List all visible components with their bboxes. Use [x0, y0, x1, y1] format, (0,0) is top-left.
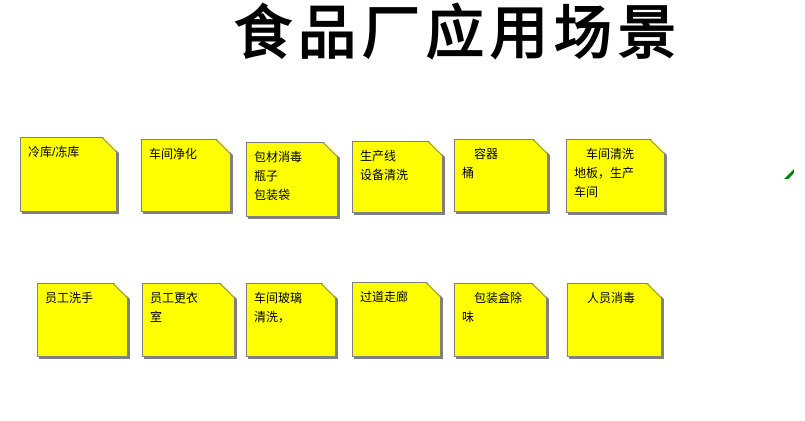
note-workshop-floor-cleaning-label: 车间清洗 地板，生产 车间 — [574, 147, 635, 199]
note-changing-room: 员工更衣 室 — [142, 283, 235, 357]
note-personnel-disinfection-label: 人员消毒 — [575, 291, 636, 305]
note-production-line-cleaning: 生产线 设备清洗 — [352, 141, 443, 213]
note-cold-storage: 冷库/冻库 — [20, 137, 117, 212]
note-changing-room-label: 员工更衣 室 — [150, 291, 199, 324]
note-packaging-disinfection-label: 包材消毒 瓶子 包装袋 — [254, 150, 303, 202]
note-personnel-disinfection: 人员消毒 — [567, 283, 662, 357]
note-containers: 容器 桶 — [454, 139, 548, 212]
note-workshop-floor-cleaning: 车间清洗 地板，生产 车间 — [566, 139, 665, 213]
green-ne-arrow-icon — [784, 169, 794, 179]
slide-title: 食品厂应用场景 — [234, 1, 683, 66]
note-corridor: 过道走廊 — [352, 282, 441, 357]
note-employee-handwash: 员工洗手 — [37, 283, 128, 357]
note-production-line-cleaning-label: 生产线 设备清洗 — [360, 149, 409, 182]
note-cold-storage-label: 冷库/冻库 — [28, 145, 80, 159]
note-packaging-disinfection: 包材消毒 瓶子 包装袋 — [246, 142, 338, 217]
note-glass-cleaning-label: 车间玻璃 清洗， — [254, 291, 303, 324]
note-workshop-purification-label: 车间净化 — [149, 147, 198, 161]
note-employee-handwash-label: 员工洗手 — [45, 291, 94, 305]
note-containers-label: 容器 桶 — [462, 147, 499, 180]
note-box-deodorize-label: 包装盒除 味 — [462, 291, 523, 324]
note-glass-cleaning: 车间玻璃 清洗， — [246, 283, 336, 357]
note-box-deodorize: 包装盒除 味 — [454, 283, 547, 357]
note-corridor-label: 过道走廊 — [360, 290, 409, 304]
note-workshop-purification: 车间净化 — [141, 139, 231, 212]
